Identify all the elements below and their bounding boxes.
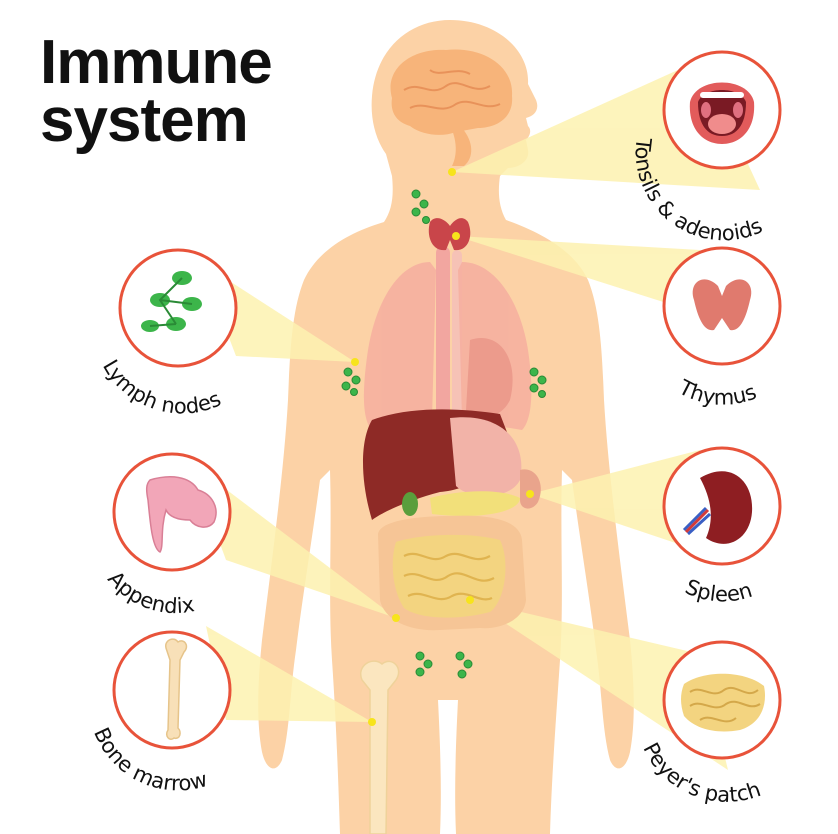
intestines-icon (378, 515, 526, 631)
thymus-icon (692, 279, 752, 331)
title-line-1: Immune (40, 28, 273, 97)
marker-peyer (466, 596, 474, 604)
callout-peyers-patch: Peyer's patch (638, 640, 782, 807)
trachea (436, 246, 450, 426)
heart-icon (466, 338, 513, 417)
brain-icon (390, 49, 513, 166)
beam-bone (206, 626, 372, 722)
lymph-node-cluster-groin-left (415, 651, 433, 677)
svg-text:Thymus: Thymus (674, 375, 759, 410)
callout-lymph-nodes: Lymph nodes (98, 248, 238, 419)
beam-lymph (200, 262, 355, 362)
callout-appendix: Appendix (103, 452, 232, 619)
marker-spleen (526, 490, 534, 498)
svg-text:Spleen: Spleen (682, 575, 755, 607)
thymus-organ (428, 218, 471, 251)
beam-appendix (190, 462, 396, 618)
label-appendix: Appendix (103, 567, 196, 619)
marker-bone (368, 718, 376, 726)
diagram-title: Immune system (40, 28, 273, 155)
appendix-icon (145, 476, 217, 553)
lymph-node-cluster-groin-right (455, 651, 473, 679)
beam-peyer (470, 600, 728, 770)
marker-thymus (452, 232, 460, 240)
spleen-icon (682, 471, 753, 544)
gallbladder-icon (402, 492, 418, 516)
callout-thymus: Thymus (662, 246, 782, 410)
title-line-2: system (40, 86, 249, 155)
lymph-node-icon (141, 271, 202, 332)
marker-dots (351, 168, 534, 726)
callout-bone-marrow: Bone marrow (89, 630, 232, 796)
lymph-node-cluster-right-armpit (529, 367, 547, 398)
stomach-icon (450, 417, 522, 496)
femur-bone (359, 660, 400, 834)
svg-text:Appendix: Appendix (103, 567, 196, 619)
spleen-organ (520, 469, 541, 509)
callout-spleen: Spleen (662, 446, 782, 607)
callout-tonsils: Tonsils & adenoids (630, 50, 782, 245)
marker-appendix (392, 614, 400, 622)
label-thymus: Thymus (674, 375, 759, 410)
marker-lymph (351, 358, 359, 366)
beam-thymus (456, 236, 720, 320)
lymph-node-cluster-left-armpit (341, 367, 361, 396)
bone-icon (165, 638, 188, 741)
lymph-node-cluster-neck (411, 189, 430, 224)
label-spleen: Spleen (682, 575, 755, 607)
marker-tonsils (448, 168, 456, 176)
mouth-icon (689, 82, 755, 144)
intestine-icon (681, 673, 765, 732)
pancreas-icon (430, 491, 520, 517)
